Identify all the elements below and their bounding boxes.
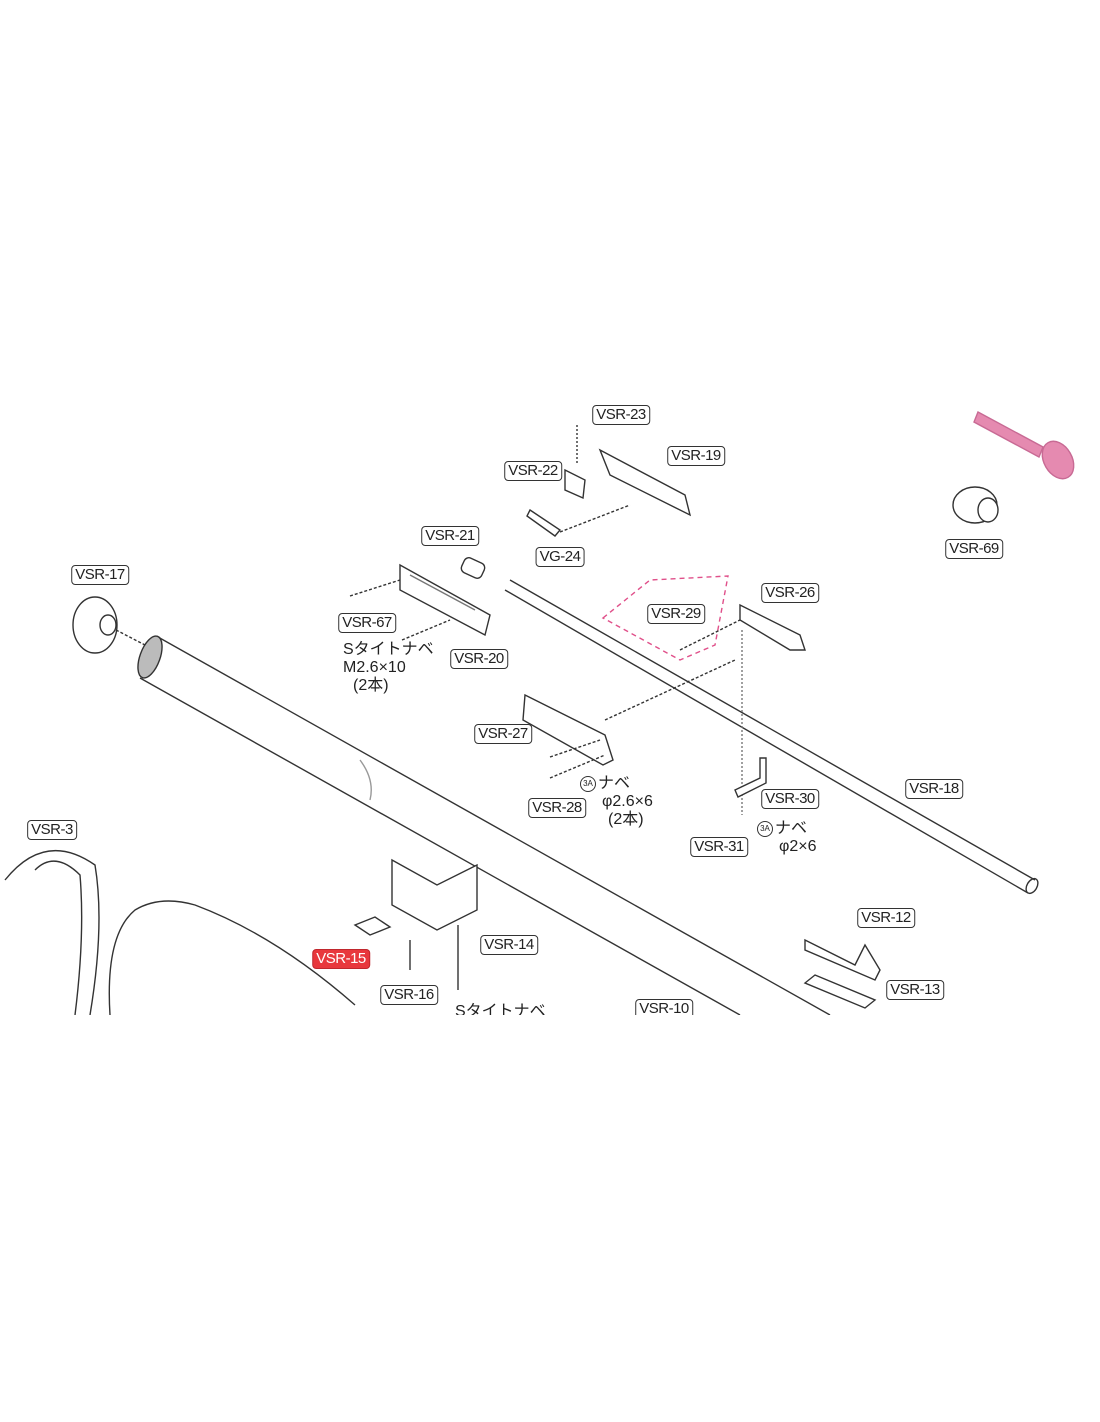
part-label[interactable]: VSR-21	[421, 526, 479, 546]
note-line: Sタイトナベ	[343, 641, 434, 658]
note-line: ナベ	[598, 775, 631, 792]
note-line: Sタイトナベ	[455, 1003, 546, 1015]
part-label[interactable]: VSR-17	[71, 565, 129, 585]
part-label[interactable]: VSR-14	[480, 935, 538, 955]
block-part	[349, 557, 491, 641]
note-line: (2本)	[353, 677, 389, 694]
sight-part	[804, 938, 881, 981]
part-label[interactable]: VSR-69	[945, 539, 1003, 559]
part-label[interactable]: VSR-27	[474, 724, 532, 744]
part-label-highlighted[interactable]: VSR-15	[312, 949, 370, 969]
part-label[interactable]: VSR-31	[690, 837, 748, 857]
part-label[interactable]: VG-24	[535, 547, 585, 567]
cap-part	[72, 596, 146, 654]
part-label[interactable]: VSR-26	[761, 583, 819, 603]
part-label[interactable]: VSR-18	[905, 779, 963, 799]
thread-mark-icon: 3A	[580, 775, 596, 792]
stock-part	[4, 850, 356, 1015]
lever-part	[522, 693, 614, 766]
part-label[interactable]: VSR-12	[857, 908, 915, 928]
sight-base-part	[803, 974, 877, 1009]
part-label[interactable]: VSR-19	[667, 446, 725, 466]
screw-note: Sタイトナベ M2.6×10 (2本)	[343, 641, 434, 695]
dashed-outline	[601, 575, 729, 661]
trigger-housing-part	[526, 425, 692, 537]
part-label[interactable]: VSR-28	[528, 798, 586, 818]
part-label[interactable]: VSR-67	[338, 613, 396, 633]
note-line: M2.6×10	[343, 659, 406, 676]
note-line: φ2.6×6	[602, 793, 653, 810]
part-label[interactable]: VSR-3	[27, 820, 77, 840]
part-label[interactable]: VSR-13	[886, 980, 944, 1000]
part-label[interactable]: VSR-16	[380, 985, 438, 1005]
part-label[interactable]: VSR-30	[761, 789, 819, 809]
part-label[interactable]: VSR-23	[592, 405, 650, 425]
note-line: (2本)	[608, 811, 644, 828]
pink-bolt-part	[973, 411, 1075, 480]
knob-part	[952, 486, 999, 524]
part-label[interactable]: VSR-10	[635, 999, 693, 1015]
mount-block-part	[353, 858, 478, 990]
thread-mark-icon: 3A	[757, 820, 773, 837]
sear-part	[739, 603, 806, 651]
rod-part	[504, 579, 1039, 895]
bracket-part	[734, 757, 767, 798]
note-line: φ2×6	[779, 838, 817, 855]
parts-exploded-diagram: VSR-23 VSR-22 VSR-19 VG-24 VSR-21 VSR-17…	[0, 395, 1100, 1015]
screw-note: Sタイトナベ	[455, 1003, 546, 1015]
part-label[interactable]: VSR-29	[647, 604, 705, 624]
cylinder-part	[137, 635, 831, 1015]
part-label[interactable]: VSR-20	[450, 649, 508, 669]
part-label[interactable]: VSR-22	[504, 461, 562, 481]
note-line: ナベ	[775, 820, 808, 837]
diagram-drawing	[4, 411, 1075, 1015]
